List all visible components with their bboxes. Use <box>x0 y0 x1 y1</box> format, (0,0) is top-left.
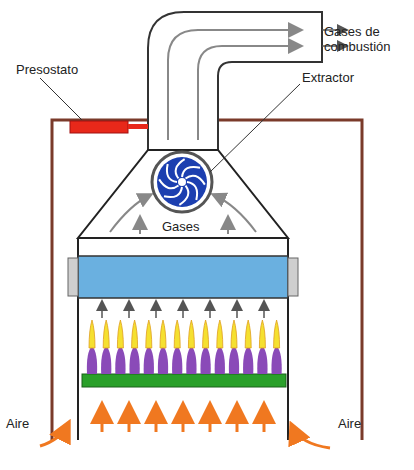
air-arrow <box>101 406 104 432</box>
hood <box>78 150 288 238</box>
heat-arrow <box>263 302 265 318</box>
fan-blades <box>159 159 205 205</box>
flame-tip <box>146 320 152 348</box>
chamber-walls <box>78 238 288 440</box>
air-arrow <box>263 406 266 432</box>
heat-arrow <box>155 302 157 318</box>
flame-base <box>257 346 267 374</box>
fan-blade <box>176 159 185 178</box>
heat-exchanger <box>78 256 288 298</box>
flame-base <box>200 346 210 374</box>
leader-line <box>40 78 82 120</box>
part-label: Extractor <box>302 70 354 85</box>
flame-tip <box>203 320 209 348</box>
housing <box>52 120 362 440</box>
air-arrow <box>128 406 131 432</box>
fan-rotor <box>157 157 207 207</box>
flame-tip <box>103 320 109 348</box>
flame-tip <box>160 320 166 348</box>
air-arrow <box>236 406 239 432</box>
flame-tip <box>245 320 251 348</box>
flame-base <box>158 346 168 374</box>
flow-arrows <box>40 30 346 448</box>
flame-base <box>172 346 182 374</box>
exchanger-cap <box>288 258 298 296</box>
heat-arrow <box>101 302 103 318</box>
part-label: Gases de combustión <box>324 24 406 54</box>
exchanger-cap <box>68 258 78 296</box>
burner <box>82 374 286 387</box>
flame-base <box>129 346 139 374</box>
flame-base <box>115 346 125 374</box>
flame-base <box>215 346 225 374</box>
leader-line <box>210 84 300 172</box>
heat-arrow <box>128 302 130 318</box>
air-arrow <box>155 406 158 432</box>
flue-duct <box>148 12 322 152</box>
flame-tip <box>231 320 237 348</box>
fan-blade <box>159 179 178 188</box>
heat-arrow <box>209 302 211 318</box>
flame-base <box>271 346 281 374</box>
flame-base <box>87 346 97 374</box>
pressure-tube <box>128 124 148 129</box>
flame-base <box>229 346 239 374</box>
flame-base <box>101 346 111 374</box>
heat-arrow <box>182 302 184 318</box>
flames <box>87 320 282 374</box>
part-label: Presostato <box>16 62 78 77</box>
heat-arrow <box>236 302 238 318</box>
flame-tip <box>132 320 138 348</box>
flame-tip <box>117 320 123 348</box>
flame-base <box>144 346 154 374</box>
pressure-switch <box>70 121 128 133</box>
flame-tip <box>89 320 95 348</box>
fan-hub <box>178 178 186 186</box>
fan-blade <box>186 176 205 185</box>
flame-tip <box>188 320 194 348</box>
flow-label: Aire <box>338 416 361 431</box>
flow-label: Gases <box>160 219 202 234</box>
air-arrow <box>209 406 212 432</box>
flame-tip <box>274 320 280 348</box>
flame-tip <box>174 320 180 348</box>
flame-base <box>186 346 196 374</box>
air-arrow <box>182 406 185 432</box>
flow-label: Aire <box>6 416 29 431</box>
flame-tip <box>217 320 223 348</box>
extractor-fan <box>152 152 212 212</box>
flame-tip <box>259 320 265 348</box>
flame-base <box>243 346 253 374</box>
fan-blade <box>179 186 188 205</box>
